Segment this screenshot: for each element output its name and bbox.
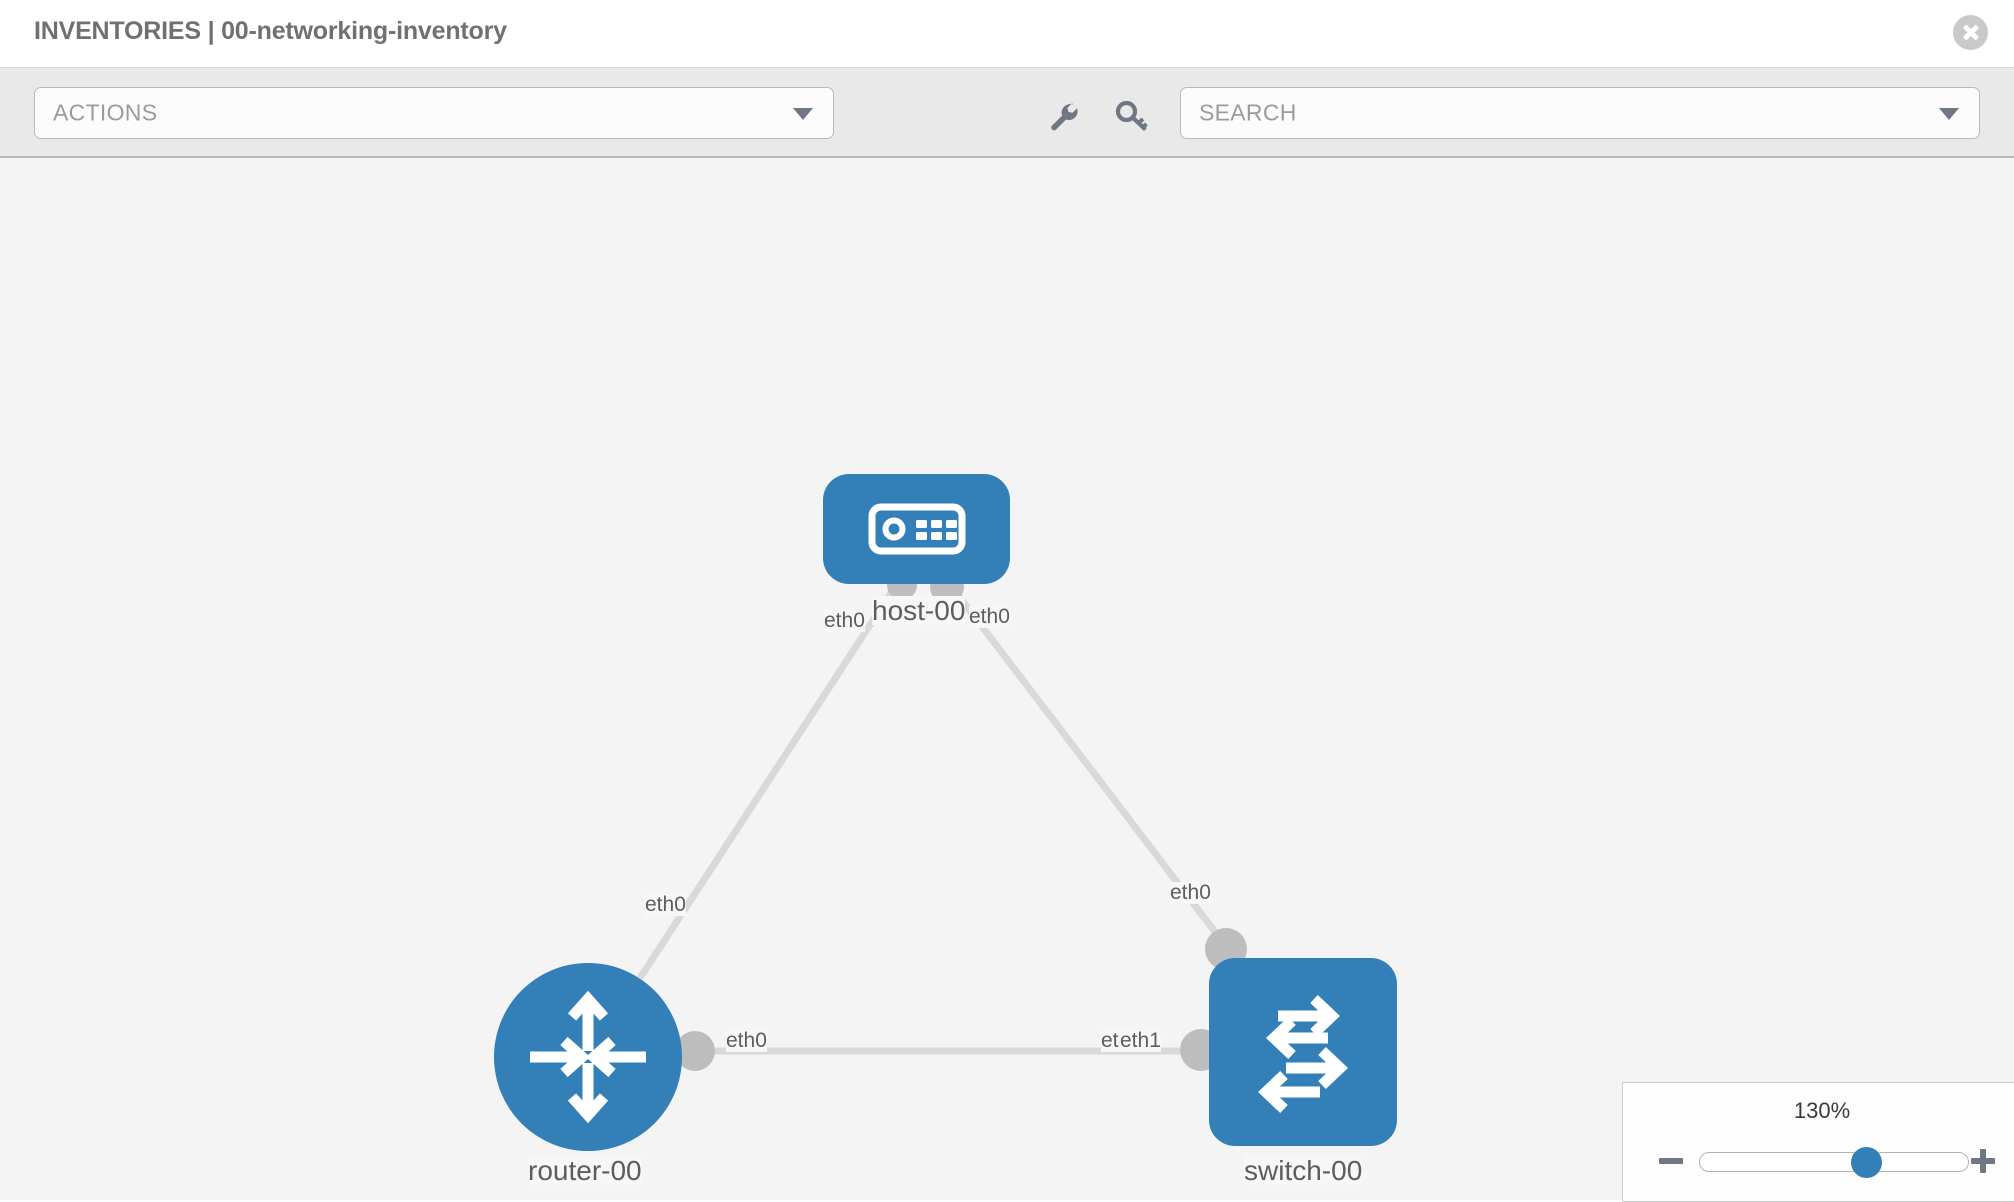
switch-arrows-icon: [1257, 995, 1349, 1113]
router-arrows-icon: [530, 990, 646, 1124]
port-label-switch-up: eth0: [1170, 881, 1211, 905]
zoom-in-button[interactable]: [1971, 1149, 1995, 1173]
topology-canvas[interactable]: eth0 eth0 eth0 eth0 eth0 eth0 eth1 host-…: [0, 158, 2014, 1200]
node-label-switch-00: switch-00: [1244, 1155, 1363, 1186]
actions-dropdown[interactable]: ACTIONS: [34, 87, 834, 139]
port-label-switch-left: eth1: [1120, 1029, 1161, 1053]
port-label-router-up: eth0: [645, 893, 686, 917]
page-title: INVENTORIES | 00-networking-inventory: [34, 17, 507, 45]
zoom-slider-handle[interactable]: [1851, 1147, 1882, 1178]
zoom-out-button[interactable]: [1659, 1149, 1683, 1173]
node-label-router-00: router-00: [528, 1155, 642, 1186]
port-label-host-left: eth0: [824, 609, 865, 633]
topology-links: [637, 579, 1238, 1055]
actions-dropdown-label: ACTIONS: [53, 99, 158, 126]
chevron-down-icon: [1939, 108, 1959, 120]
zoom-level-value: 130%: [1793, 1098, 1851, 1123]
zoom-slider-track[interactable]: [1699, 1147, 1969, 1178]
wrench-icon[interactable]: [1044, 98, 1080, 134]
zoom-slider-row: [1623, 1141, 2014, 1181]
key-icon[interactable]: [1114, 98, 1150, 134]
search-input-value: SEARCH: [1199, 99, 1297, 126]
close-icon[interactable]: [1953, 15, 1988, 50]
node-switch-00[interactable]: [1209, 958, 1397, 1146]
port-label-router-right: eth0: [726, 1029, 767, 1053]
page-header: INVENTORIES | 00-networking-inventory: [0, 0, 2014, 68]
toolbar: ACTIONS SEARCH: [0, 68, 2014, 158]
node-router-00[interactable]: [494, 963, 682, 1151]
search-input[interactable]: SEARCH: [1180, 87, 1980, 139]
port-label-host-right: eth0: [969, 605, 1010, 629]
link-host-router: [637, 580, 901, 980]
node-label-host-00: host-00: [872, 595, 966, 626]
zoom-control-panel: 130%: [1622, 1082, 2014, 1202]
server-device-icon: [868, 503, 966, 555]
chevron-down-icon: [793, 108, 813, 120]
node-host-00[interactable]: [823, 474, 1010, 584]
